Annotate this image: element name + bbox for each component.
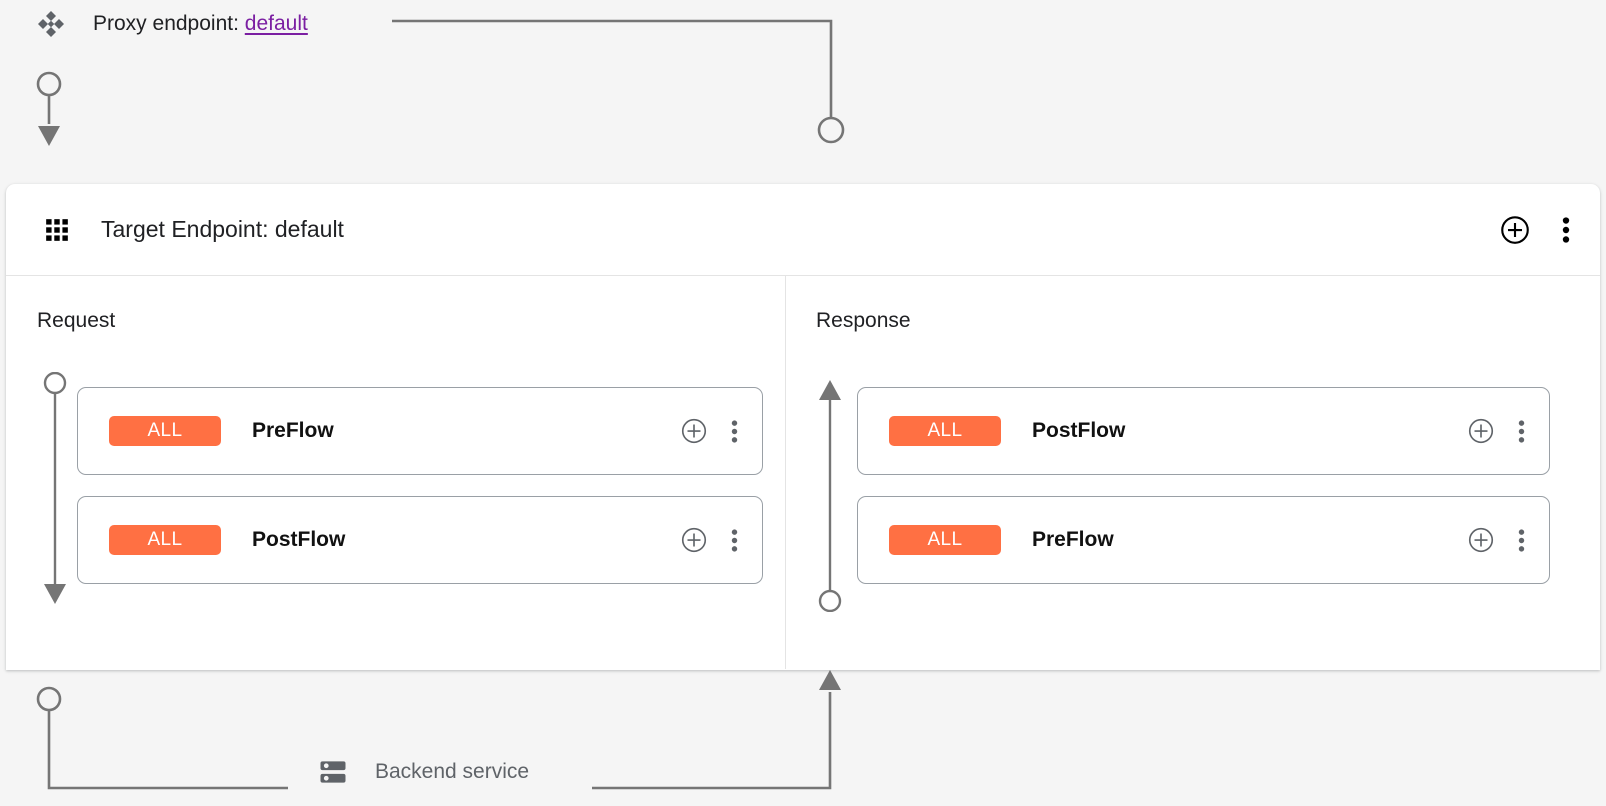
add-circle-icon — [1468, 418, 1494, 444]
flow-card-label: PostFlow — [252, 528, 346, 551]
panel-header-actions — [1500, 215, 1570, 245]
page-title: Target Endpoint: default — [101, 216, 344, 242]
status-badge: ALL — [109, 525, 221, 555]
endpoint-circle-target-out — [36, 686, 62, 712]
backend-service-row: Backend service — [318, 752, 529, 792]
server-rack-icon — [320, 761, 346, 783]
response-column: Response ALL PostFlow — [785, 276, 1600, 669]
flow-card-actions — [681, 527, 738, 553]
proxy-endpoint-link[interactable]: default — [244, 12, 308, 35]
connector-proxy-to-target — [392, 19, 833, 118]
request-column-title: Request — [37, 309, 116, 332]
add-policy-button[interactable] — [681, 418, 707, 444]
flow-card-overflow-menu-button[interactable] — [1518, 419, 1525, 443]
add-circle-icon — [681, 418, 707, 444]
flow-columns: Request ALL PreFlow — [6, 276, 1600, 669]
flow-card-actions — [1468, 527, 1525, 553]
proxy-endpoint-prefix: Proxy endpoint: — [93, 12, 239, 35]
flow-card-overflow-menu-button[interactable] — [731, 419, 738, 443]
more-vert-icon — [1518, 419, 1525, 443]
flow-card-response-postflow[interactable]: ALL PostFlow — [857, 387, 1550, 475]
flow-card-overflow-menu-button[interactable] — [1518, 528, 1525, 552]
add-circle-icon — [1468, 527, 1494, 553]
more-vert-icon — [731, 528, 738, 552]
add-circle-icon — [1501, 215, 1529, 244]
target-endpoint-header: Target Endpoint: default — [6, 184, 1600, 276]
status-badge: ALL — [109, 416, 221, 446]
more-vert-icon — [1518, 528, 1525, 552]
panel-overflow-menu-button[interactable] — [1562, 216, 1570, 243]
flow-card-overflow-menu-button[interactable] — [731, 528, 738, 552]
request-column: Request ALL PreFlow — [6, 276, 785, 669]
flow-card-request-postflow[interactable]: ALL PostFlow — [77, 496, 763, 584]
flow-card-actions — [1468, 418, 1525, 444]
add-step-button[interactable] — [1500, 215, 1530, 245]
backend-service-label: Backend service — [375, 760, 530, 783]
flow-card-response-preflow[interactable]: ALL PreFlow — [857, 496, 1550, 584]
connector-backend-to-response — [592, 692, 832, 790]
target-endpoint-panel: Target Endpoint: default — [6, 184, 1600, 670]
flow-card-label: PreFlow — [1032, 528, 1114, 551]
proxy-diamond-cluster-icon — [38, 11, 64, 37]
flow-card-label: PostFlow — [1032, 419, 1126, 442]
endpoint-circle-target-in — [817, 116, 845, 144]
add-policy-button[interactable] — [1468, 418, 1494, 444]
response-flow-cards: ALL PostFlow — [857, 387, 1550, 584]
response-flow-rail-icon — [818, 380, 842, 612]
status-badge: ALL — [889, 525, 1001, 555]
add-policy-button[interactable] — [681, 527, 707, 553]
request-flow-rail-icon — [43, 372, 67, 604]
more-vert-icon — [731, 419, 738, 443]
arrowhead-backend-up — [819, 670, 841, 690]
grid-dots-icon — [46, 218, 68, 241]
status-badge: ALL — [889, 416, 1001, 446]
connector-target-to-backend — [47, 710, 288, 790]
response-column-title: Response — [816, 309, 911, 332]
proxy-endpoint-row: Proxy endpoint: default — [36, 8, 308, 40]
endpoint-circle-proxy-out — [36, 71, 62, 97]
more-vert-icon — [1562, 216, 1570, 243]
add-policy-button[interactable] — [1468, 527, 1494, 553]
request-flow-cards: ALL PreFlow — [77, 387, 763, 584]
proxy-endpoint-label: Proxy endpoint: default — [93, 10, 308, 38]
flow-card-request-preflow[interactable]: ALL PreFlow — [77, 387, 763, 475]
flow-card-label: PreFlow — [252, 419, 334, 442]
flow-card-actions — [681, 418, 738, 444]
add-circle-icon — [681, 527, 707, 553]
arrowhead-proxy-down — [38, 126, 60, 146]
